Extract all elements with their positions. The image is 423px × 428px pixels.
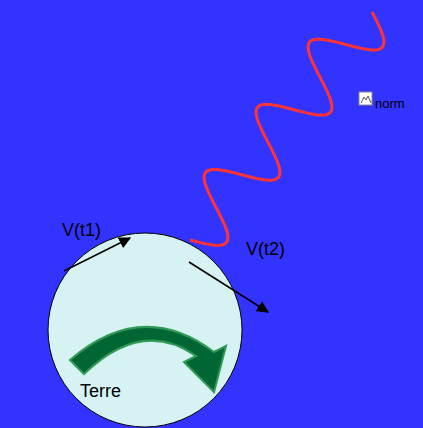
wave-path xyxy=(190,12,384,245)
velocity-label: V(t1) xyxy=(62,221,101,241)
velocity-label: V(t2) xyxy=(246,240,285,260)
node-text: Terre xyxy=(80,382,121,402)
image-label: norm xyxy=(375,97,405,111)
earth-node: Terre xyxy=(48,233,242,427)
velocity-arrow xyxy=(189,262,268,312)
velocity-arrow xyxy=(64,238,130,271)
earth-circle xyxy=(48,233,242,427)
image-icon xyxy=(359,92,372,105)
